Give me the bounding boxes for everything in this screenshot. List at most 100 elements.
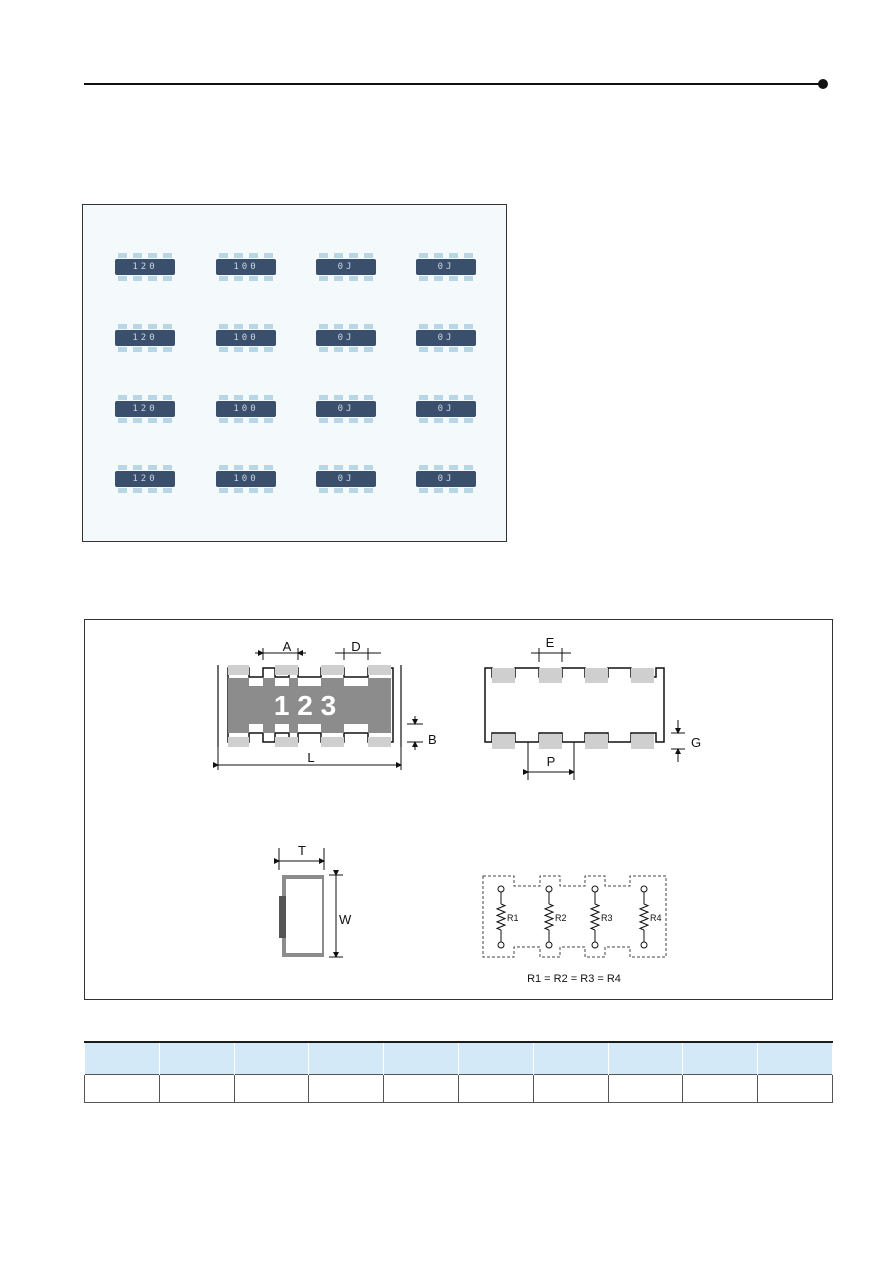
terminal-node — [545, 941, 553, 949]
resistor-chip: 0J — [414, 250, 478, 284]
chip-body — [216, 401, 276, 417]
column-header — [233, 1041, 310, 1075]
chip-terminal — [118, 276, 127, 281]
chip-terminal — [419, 488, 428, 493]
table-cell — [682, 1074, 759, 1103]
resistor-label: R2 — [555, 913, 567, 923]
terminal-node — [545, 885, 553, 893]
resistor-chip: 0J — [314, 392, 378, 426]
chip-terminal — [118, 488, 127, 493]
terminal-pad — [539, 668, 562, 683]
chip-terminal — [249, 465, 258, 470]
chip-marking: 0J — [437, 333, 455, 343]
chip-marking: 120 — [132, 474, 158, 484]
chip-terminal — [349, 324, 358, 329]
chip-terminal — [133, 418, 142, 423]
top-pad — [275, 665, 298, 675]
chip-terminal — [219, 395, 228, 400]
resistor-chip: 0J — [414, 392, 478, 426]
resistor-chip: 120 — [113, 321, 177, 355]
chip-terminal — [163, 347, 172, 352]
chip-terminal — [118, 395, 127, 400]
chip-terminal — [163, 418, 172, 423]
chip-terminal — [364, 418, 373, 423]
chip-terminal — [334, 347, 343, 352]
chip-terminal — [118, 324, 127, 329]
resistor-label: R1 — [507, 913, 519, 923]
column-header — [607, 1041, 684, 1075]
bottom-pad — [228, 737, 249, 747]
resistor-chip: 0J — [414, 321, 478, 355]
chip-terminal — [419, 347, 428, 352]
chip-terminal — [434, 276, 443, 281]
chip-terminal — [349, 418, 358, 423]
table-row — [84, 1074, 833, 1103]
chip-marking: 0J — [337, 404, 355, 414]
chip-marking: 0J — [337, 474, 355, 484]
chip-terminal — [118, 465, 127, 470]
chip-terminal — [434, 347, 443, 352]
chip-terminal — [133, 253, 142, 258]
table-cell — [607, 1074, 684, 1103]
chip-terminal — [133, 395, 142, 400]
resistive-layer — [228, 678, 391, 733]
chip-body — [416, 259, 476, 275]
chip-body — [316, 471, 376, 487]
chip-terminal — [334, 488, 343, 493]
chip-body — [416, 330, 476, 346]
chip-body — [416, 471, 476, 487]
chip-terminal — [264, 465, 273, 470]
terminal-node — [640, 885, 648, 893]
column-header — [682, 1041, 759, 1075]
chip-terminal — [249, 253, 258, 258]
chip-marking: 120 — [132, 404, 158, 414]
table-cell — [532, 1074, 609, 1103]
chip-terminal — [234, 418, 243, 423]
chip-terminal — [419, 276, 428, 281]
chip-terminal — [118, 347, 127, 352]
table-cell — [308, 1074, 385, 1103]
chip-terminal — [148, 347, 157, 352]
column-header — [457, 1041, 534, 1075]
dimension-svg: 1 2 3 L A D B — [213, 635, 701, 985]
chip-marking: 0J — [337, 262, 355, 272]
chip-terminal — [148, 418, 157, 423]
resistor-label: R3 — [601, 913, 613, 923]
terminal-node — [591, 885, 599, 893]
chip-terminal — [449, 324, 458, 329]
label-a: A — [283, 639, 292, 654]
chip-body — [316, 259, 376, 275]
table-cell — [233, 1074, 310, 1103]
resistor-icon — [543, 903, 555, 931]
chip-terminal — [163, 465, 172, 470]
chip-terminal — [464, 488, 473, 493]
chip-terminal — [234, 347, 243, 352]
chip-terminal — [364, 488, 373, 493]
chip-marking: 0J — [437, 474, 455, 484]
resistor-icon — [638, 903, 650, 931]
chip-terminal — [118, 418, 127, 423]
chip-terminal — [264, 395, 273, 400]
header-rule — [84, 83, 820, 85]
resistor-icon — [495, 903, 507, 931]
chip-marking: 120 — [132, 262, 158, 272]
label-g: G — [691, 735, 701, 750]
chip-marking: 0J — [437, 404, 455, 414]
chip-terminal — [234, 488, 243, 493]
chip-terminal — [334, 253, 343, 258]
chip-terminal — [349, 395, 358, 400]
chip-terminal — [234, 395, 243, 400]
chip-terminal — [148, 253, 157, 258]
chip-terminal — [133, 347, 142, 352]
chip-body — [216, 259, 276, 275]
chip-terminal — [319, 465, 328, 470]
chip-terminal — [464, 347, 473, 352]
label-l: L — [307, 750, 314, 765]
chip-terminal — [449, 347, 458, 352]
marking-text: 1 2 3 — [274, 690, 336, 721]
chip-terminal — [249, 488, 258, 493]
chip-terminal — [419, 253, 428, 258]
terminal-node — [497, 941, 505, 949]
chip-terminal — [364, 465, 373, 470]
chip-terminal — [434, 465, 443, 470]
